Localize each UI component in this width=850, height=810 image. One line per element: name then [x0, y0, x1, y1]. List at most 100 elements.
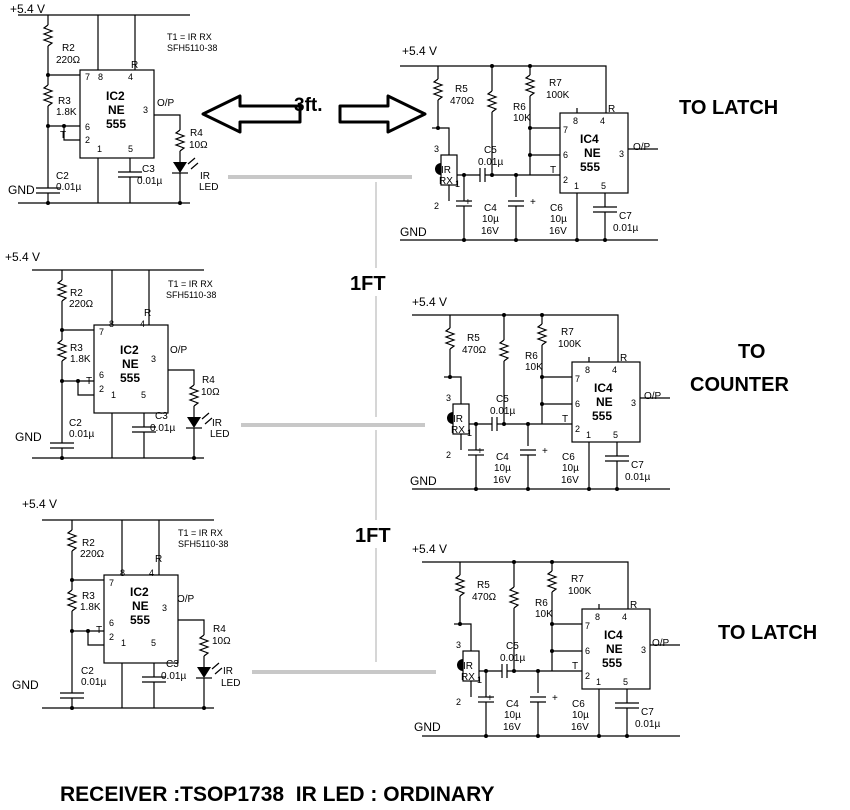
- rx1-ic-line3: 555: [580, 160, 600, 174]
- tx3-r4-value: 10Ω: [212, 636, 231, 647]
- tx1-pin-8: 8: [98, 72, 103, 82]
- destination-counter-line1: TO: [738, 341, 765, 363]
- rx3-pin-t: T: [572, 661, 578, 672]
- rx1-r5-value: 470Ω: [450, 96, 475, 107]
- tx2-supply-label: +5.4 V: [5, 250, 40, 264]
- tx3-pin-4: 4: [149, 568, 154, 578]
- rx3-pin-r: R: [630, 600, 637, 611]
- rx3-ic-line3: 555: [602, 656, 622, 670]
- tx2-led-line2: LED: [210, 429, 229, 440]
- tx3-pin-8: 8: [120, 568, 125, 578]
- rx3-pin-5: 5: [623, 677, 628, 687]
- tx3-note-line2: SFH5110-38: [178, 539, 228, 549]
- tx2-gnd-label: GND: [15, 430, 42, 444]
- tx1-pin-1: 1: [97, 144, 102, 154]
- rx2-pin-r: R: [620, 353, 627, 364]
- tx1-r3-value: 1.8K: [56, 107, 77, 118]
- tx2-pin-6: 6: [99, 370, 104, 380]
- tx3-out-label: O/P: [177, 594, 195, 605]
- tx3-pin-t: T: [96, 625, 102, 636]
- rx2-plus-c4: +: [477, 446, 483, 457]
- rx1-pin-8: 8: [573, 116, 578, 126]
- rx2-gnd-label: GND: [410, 474, 437, 488]
- tx3-pin-7: 7: [109, 578, 114, 588]
- tx2-c2-name: C2: [69, 418, 82, 429]
- rx3-c4-v2: 16V: [503, 722, 521, 733]
- tx1-c2-name: C2: [56, 171, 69, 182]
- rx2-out-label: O/P: [644, 391, 662, 402]
- distance-3ft-label: 3ft.: [294, 95, 323, 116]
- rx1-c4-name: C4: [484, 203, 497, 214]
- tx1-r4-name: R4: [190, 128, 203, 139]
- tx1-out-label: O/P: [157, 98, 175, 109]
- rx1-r5-name: R5: [455, 84, 468, 95]
- spacing-label-bg-1: [342, 268, 412, 296]
- rx3-pin-2: 2: [585, 671, 590, 681]
- rx3-r7-name: R7: [571, 574, 584, 585]
- rx3-r6-value: 10K: [535, 609, 553, 620]
- tx2-r4-name: R4: [202, 375, 215, 386]
- rx2-ic-line1: IC4: [594, 381, 613, 395]
- tx3-r3-value: 1.8K: [80, 602, 101, 613]
- rx2-c7-value: 0.01µ: [625, 472, 650, 483]
- rx3-pin-8: 8: [595, 612, 600, 622]
- tx1-pin-2: 2: [85, 135, 90, 145]
- rx1-ic-line2: NE: [584, 146, 601, 160]
- tx3-supply-label: +5.4 V: [22, 497, 57, 511]
- receiver-3: +5.4 V GND R5 470Ω R6 10K R7 100K C5 0.0…: [412, 542, 681, 739]
- rx1-sensor-pin-2: 2: [434, 201, 439, 211]
- rx3-ic-line2: NE: [606, 642, 623, 656]
- rx1-ic-line1: IC4: [580, 132, 599, 146]
- tx3-gnd-label: GND: [12, 678, 39, 692]
- destination-counter-line2: COUNTER: [690, 374, 789, 396]
- receiver-1: +5.4 V GND R5 470Ω R6 10K R7 100K C5 0.0…: [399, 44, 659, 243]
- rx2-c7-name: C7: [631, 460, 644, 471]
- rx1-c6-name: C6: [550, 203, 563, 214]
- rx2-r5-name: R5: [467, 333, 480, 344]
- rx2-c5-name: C5: [496, 394, 509, 405]
- rx1-supply-label: +5.4 V: [402, 44, 437, 58]
- tx3-pin-3: 3: [162, 603, 167, 613]
- rx1-r7-value: 100K: [546, 90, 570, 101]
- rx1-pin-6: 6: [563, 150, 568, 160]
- rx2-c5-value: 0.01µ: [490, 406, 515, 417]
- tx3-pin-2: 2: [109, 632, 114, 642]
- rx2-pin-5: 5: [613, 430, 618, 440]
- arrow-right-icon: [338, 94, 427, 134]
- rx3-c6-v1: 10µ: [572, 710, 589, 721]
- rx1-sensor-pin-3: 3: [434, 144, 439, 154]
- rx2-rx-line1: IR: [453, 414, 463, 425]
- tx1-pin-7: 7: [85, 72, 90, 82]
- tx2-r3-name: R3: [70, 343, 83, 354]
- tx2-pin-4: 4: [140, 319, 145, 329]
- rx3-rx-line2: RX: [461, 672, 475, 683]
- rx1-c5-value: 0.01µ: [478, 157, 503, 168]
- tx1-pin-t: T: [60, 130, 66, 141]
- tx3-led-line1: IR: [223, 666, 233, 677]
- arrow-left-icon: [201, 94, 302, 134]
- tx1-pin-3: 3: [143, 105, 148, 115]
- rx1-r7-name: R7: [549, 78, 562, 89]
- transmitter-3: +5.4 V GND T1 = IR RX SFH5110-38 R2 220Ω…: [12, 497, 240, 711]
- distance-1ft-label-b: 1FT: [355, 525, 391, 547]
- rx1-pin-1: 1: [574, 181, 579, 191]
- tx3-c2-name: C2: [81, 666, 94, 677]
- rx1-pin-r: R: [608, 104, 615, 115]
- rx2-r7-value: 100K: [558, 339, 582, 350]
- tx2-pin-1: 1: [111, 390, 116, 400]
- tx2-r3-value: 1.8K: [70, 354, 91, 365]
- rx3-rx-line1: IR: [463, 661, 473, 672]
- tx3-note-line1: T1 = IR RX: [178, 528, 223, 538]
- rx2-r6-value: 10K: [525, 362, 543, 373]
- rx2-c4-v2: 16V: [493, 475, 511, 486]
- tx2-pin-2: 2: [99, 384, 104, 394]
- rx2-pin-t: T: [562, 414, 568, 425]
- tx1-note-line2: SFH5110-38: [167, 43, 217, 53]
- receiver-2: +5.4 V GND R5 470Ω R6 10K R7 100K C5 0.0…: [410, 295, 671, 492]
- rx1-pin-4: 4: [600, 116, 605, 126]
- rx3-sensor-pin-2: 2: [456, 697, 461, 707]
- tx1-ic-line2: NE: [108, 103, 125, 117]
- rx2-c6-v2: 16V: [561, 475, 579, 486]
- rx1-c6-v2: 16V: [549, 226, 567, 237]
